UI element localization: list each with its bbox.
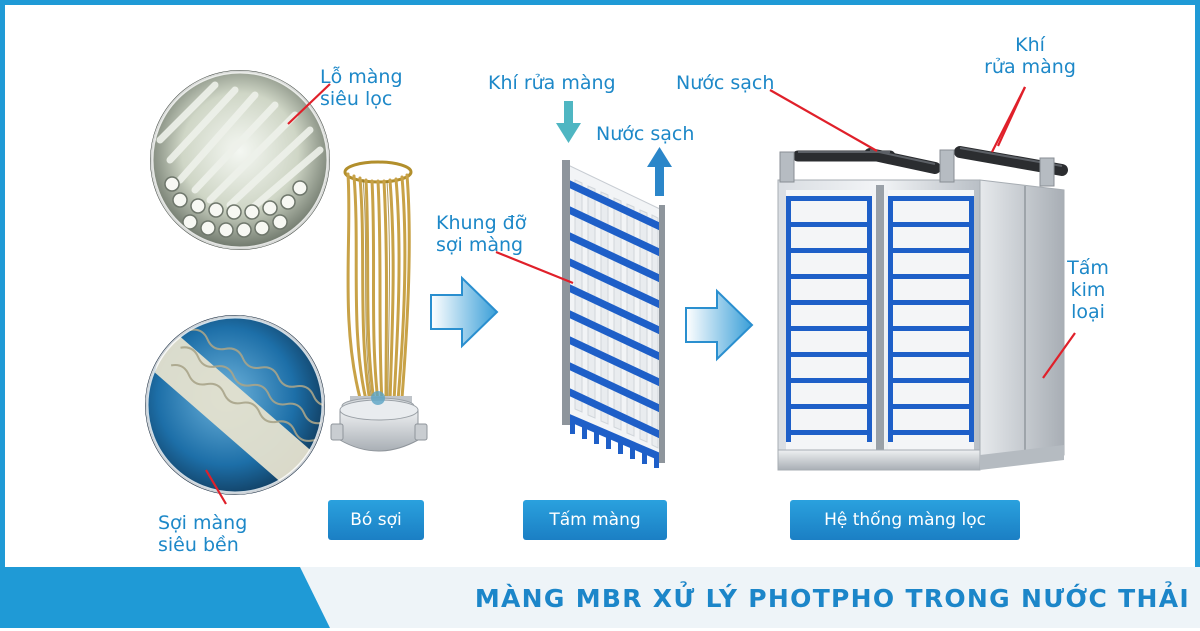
label-durable-fiber-text: Sợi màng siêu bền [158, 512, 248, 556]
label-metal-plate: Tấm kim loại [1058, 257, 1118, 323]
label-air-scour-2-text: Khí rửa màng [984, 34, 1076, 78]
clean-water-up-arrow [647, 147, 672, 196]
braided-fiber-closeup [145, 315, 325, 495]
label-clean-water-1: Nước sạch [596, 123, 695, 145]
membrane-system [777, 146, 1068, 471]
pointer-lines [205, 83, 1076, 505]
fiber-bundle [330, 160, 428, 452]
page-title: MÀNG MBR XỬ LÝ PHOTPHO TRONG NƯỚC THẢI [474, 584, 1190, 613]
caption-membrane-system: Hệ thống màng lọc [790, 500, 1020, 540]
fiber-holes-closeup [150, 70, 330, 250]
label-durable-fiber: Sợi màng siêu bền [158, 512, 247, 556]
flow-arrow-2 [685, 288, 754, 362]
air-down-arrow [556, 101, 581, 143]
caption-fiber-bundle: Bó sợi [328, 500, 424, 540]
caption-membrane-panel: Tấm màng [523, 500, 667, 540]
label-support-frame: Khung đỡ sợi màng [436, 212, 526, 256]
title-band-accent [0, 567, 330, 628]
membrane-panel [562, 160, 665, 468]
label-clean-water-2: Nước sạch [676, 72, 775, 94]
flow-arrow-1 [430, 275, 499, 349]
label-ultrafilter-pores: Lỗ màng siêu lọc [320, 66, 403, 110]
label-air-scour-2: Khí rửa màng [972, 34, 1088, 78]
label-metal-plate-text: Tấm kim loại [1067, 257, 1109, 323]
label-ultrafilter-pores-text: Lỗ màng siêu lọc [320, 66, 403, 110]
label-air-scour-1: Khí rửa màng [488, 72, 616, 94]
label-support-frame-text: Khung đỡ sợi màng [436, 212, 527, 256]
